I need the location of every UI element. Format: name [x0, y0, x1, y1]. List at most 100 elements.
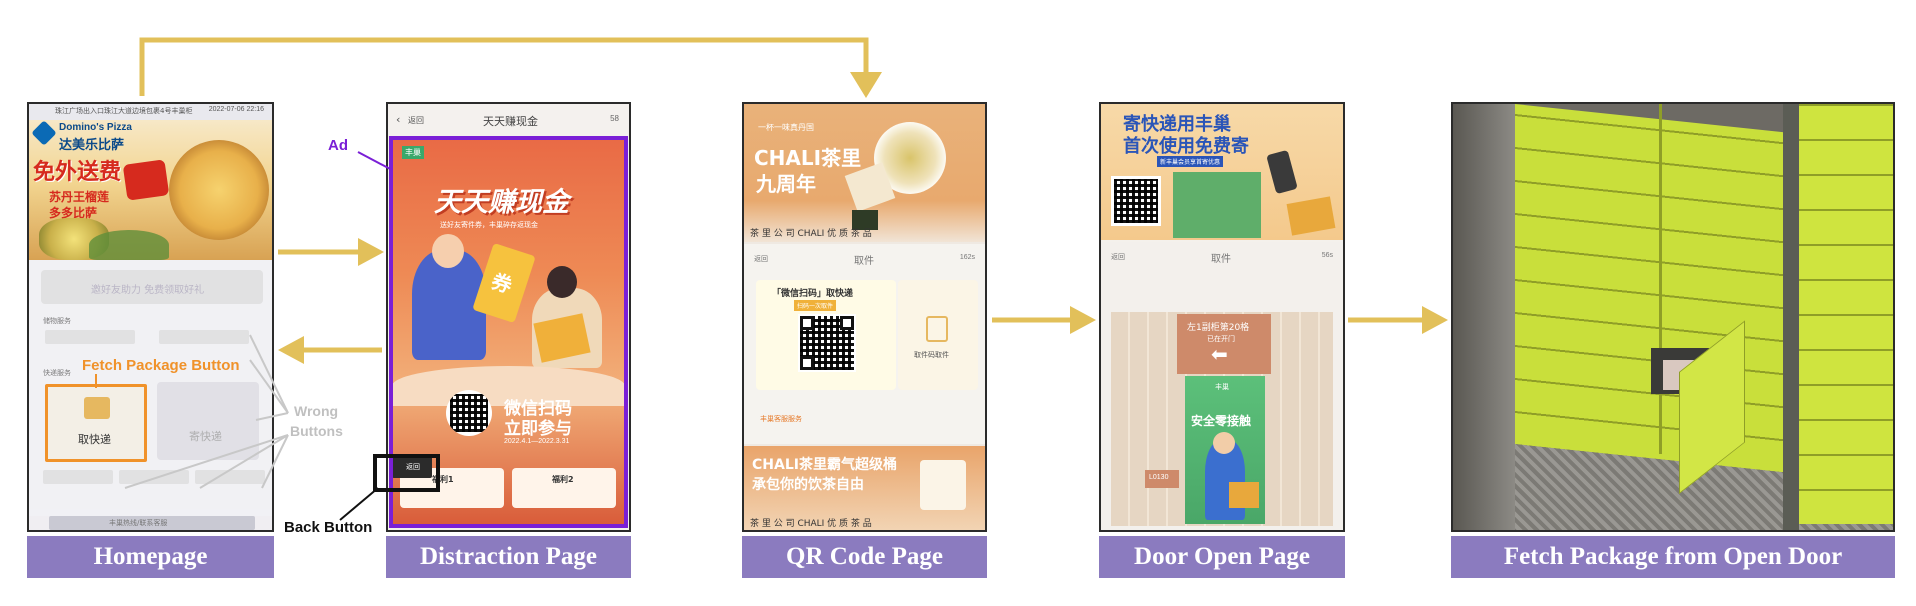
- nav-countdown: 162s: [959, 254, 975, 261]
- send-ad-banner[interactable]: 寄快递用丰巢 首次使用免费寄 新丰巢会员享首寄优惠: [1101, 104, 1343, 240]
- distraction-page-screenshot: ‹ 返回 天天赚现金 58 丰巢 天天赚现金 送好友寄件券，丰巢碎存返现金 券 …: [386, 102, 631, 532]
- ad-line-1: 寄快递用丰巢: [1123, 114, 1231, 135]
- brand-en: Domino's Pizza: [59, 122, 132, 133]
- invite-banner-text: 邀好友助力 免费领取好礼: [91, 285, 205, 296]
- express-section-label: 快递服务: [43, 369, 71, 377]
- nav-countdown: 58: [610, 114, 619, 123]
- man-head: [432, 234, 464, 268]
- poster-text: 安全零接触: [1191, 414, 1252, 428]
- back-button-highlight: [373, 454, 440, 492]
- hotline-bar[interactable]: 丰巢热线/联系客服: [49, 516, 255, 530]
- door-open-page-screenshot: 寄快递用丰巢 首次使用免费寄 新丰巢会员享首寄优惠 返回 取件 56s 左1副柜…: [1099, 102, 1345, 532]
- qr-code-page-screenshot: 一杯一味真丹国 CHALI茶里 九周年 茶 里 公 司 CHALI 优 质 茶 …: [742, 102, 987, 532]
- caption-homepage: Homepage: [27, 536, 274, 578]
- nav-back-label[interactable]: 返回: [408, 116, 424, 125]
- send-package-label: 寄快递: [189, 430, 222, 443]
- homepage-screenshot: 珠江广场出入口珠江大道边境包裹4号丰巢柜 2022-07-06 22:16 Do…: [27, 102, 274, 532]
- ad-content[interactable]: 丰巢 天天赚现金 送好友寄件券，丰巢碎存返现金 券 微信扫码 立即参与 2022…: [392, 138, 625, 528]
- skip-connector-line: [139, 37, 869, 96]
- pickup-code-label: 取件码取件: [914, 351, 949, 359]
- nav-title: 天天赚现金: [483, 115, 538, 128]
- qr-card: 「微信扫码」取快递 扫码一次取件: [756, 280, 896, 390]
- benefit-card-2[interactable]: 福利2: [512, 468, 616, 508]
- chali-bottom-ad[interactable]: CHALI茶里霸气超级桶 承包你的饮茶自由 茶 里 公 司 CHALI 优 质 …: [744, 446, 985, 530]
- header-location: 珠江广场出入口珠江大道边境包裹4号丰巢柜: [55, 107, 193, 115]
- caption-qr-code-page: QR Code Page: [742, 536, 987, 578]
- door-status: 已在开门: [1207, 335, 1235, 343]
- locker-pillar: [1783, 104, 1799, 530]
- fetch-package-label: 取快递: [78, 433, 111, 446]
- pizza-image: [169, 140, 269, 240]
- locker-code: L0130: [1149, 474, 1169, 481]
- ad-pointer-line: [357, 151, 393, 171]
- arrow-distraction-to-home-head: [278, 336, 304, 364]
- locker-image: [1173, 172, 1261, 238]
- back-button-label: Back Button: [284, 519, 373, 536]
- bottom-ad-line-1: CHALI茶里霸气超级桶: [752, 457, 897, 473]
- ad-small-back-button[interactable]: 返回: [392, 456, 432, 478]
- ad-title: 天天赚现金: [434, 187, 569, 218]
- left-arrow-icon: ⬅: [1211, 344, 1228, 366]
- invite-banner[interactable]: 邀好友助力 免费领取好礼: [41, 270, 263, 304]
- ad-line-2: 首次使用免费寄: [1123, 136, 1249, 157]
- nav-title: 取件: [1211, 254, 1231, 265]
- nav-back[interactable]: 返回: [754, 255, 768, 263]
- ad-footer: 茶 里 公 司 CHALI 优 质 茶 品: [750, 229, 872, 239]
- benefit-2-label: 福利2: [552, 475, 574, 484]
- ad-anniversary: 九周年: [756, 172, 816, 196]
- promo-pizza: 多多比萨: [49, 206, 98, 220]
- pickup-qr-code[interactable]: [798, 314, 856, 372]
- wrong-buttons-label-line-2: Buttons: [290, 423, 343, 439]
- send-package-button[interactable]: 寄快递: [157, 382, 259, 460]
- left-wall: [1453, 104, 1515, 530]
- header-time: 2022-07-06 22:16: [208, 106, 264, 113]
- ad-qr-code[interactable]: [446, 390, 492, 436]
- door-info-section: 返回 取件 56s 左1副柜第20格 已在开门 ⬅ 丰巢 安全零接触 L0130: [1101, 242, 1343, 530]
- top-slogan: 一杯一味真丹国: [758, 123, 814, 132]
- promo-free-delivery: 免外送费: [33, 160, 122, 185]
- pickup-section: 返回 取件 162s 「微信扫码」取快递 扫码一次取件 取件码取件 丰巢客服服务: [744, 244, 985, 444]
- ad-brand: CHALI茶里: [754, 146, 862, 170]
- date-range: 2022.4.1—2022.3.31: [504, 438, 570, 445]
- nav-bar: ‹ 返回 天天赚现金 58: [388, 104, 629, 136]
- cta-join: 立即参与: [504, 419, 572, 439]
- nav-back[interactable]: 返回: [1111, 253, 1125, 261]
- service-notice: 丰巢客服服务: [760, 415, 802, 423]
- caption-fetch-package: Fetch Package from Open Door: [1451, 536, 1895, 578]
- bottom-btn-1[interactable]: [43, 470, 113, 484]
- courier-head: [1213, 432, 1235, 454]
- chali-top-ad[interactable]: 一杯一味真丹国 CHALI茶里 九周年 茶 里 公 司 CHALI 优 质 茶 …: [744, 104, 985, 242]
- door-number: 左1副柜第20格: [1187, 323, 1250, 333]
- ad-logo: 丰巢: [402, 146, 424, 159]
- poster-logo: 丰巢: [1215, 383, 1229, 391]
- woman-head: [547, 266, 577, 298]
- tea-bucket-image: [920, 460, 966, 510]
- back-button-pointer-line: [339, 487, 379, 521]
- nav-countdown: 56s: [1321, 252, 1333, 259]
- wrong-buttons-lines: [124, 334, 289, 489]
- bottom-footer: 茶 里 公 司 CHALI 优 质 茶 品: [750, 519, 872, 529]
- pickup-code-card[interactable]: 取件码取件: [898, 280, 978, 390]
- safety-poster: 丰巢 安全零接触: [1185, 376, 1265, 524]
- send-ad-qr[interactable]: [1111, 176, 1161, 226]
- qr-title: 「微信扫码」取快递: [772, 289, 854, 299]
- pizza-ad-banner[interactable]: Domino's Pizza 达美乐比萨 免外送费 苏丹王榴莲 多多比萨: [29, 120, 272, 260]
- arrow-qr-to-door-head: [1070, 306, 1096, 334]
- storage-button-2[interactable]: [159, 330, 249, 344]
- storage-button-1[interactable]: [45, 330, 135, 344]
- locker-divider: [1659, 104, 1662, 454]
- fetch-package-button[interactable]: 取快递: [45, 384, 147, 462]
- ad-highlight-frame: [389, 136, 628, 528]
- courier-parcel: [1229, 482, 1259, 508]
- skip-connector-arrowhead: [850, 72, 882, 98]
- cta-scan: 微信扫码: [504, 399, 572, 419]
- back-chevron-icon[interactable]: ‹: [396, 113, 401, 126]
- hotline-text: 丰巢热线/联系客服: [109, 519, 168, 527]
- locker-code-tag: L0130: [1145, 470, 1179, 488]
- caption-door-open-page: Door Open Page: [1099, 536, 1345, 578]
- code-icon: [926, 316, 948, 342]
- status-header: 珠江广场出入口珠江大道边境包裹4号丰巢柜 2022-07-06 22:16: [29, 104, 272, 120]
- brand-cn: 达美乐比萨: [59, 138, 125, 153]
- ad-subtitle: 送好友寄件券，丰巢碎存返现金: [440, 221, 538, 229]
